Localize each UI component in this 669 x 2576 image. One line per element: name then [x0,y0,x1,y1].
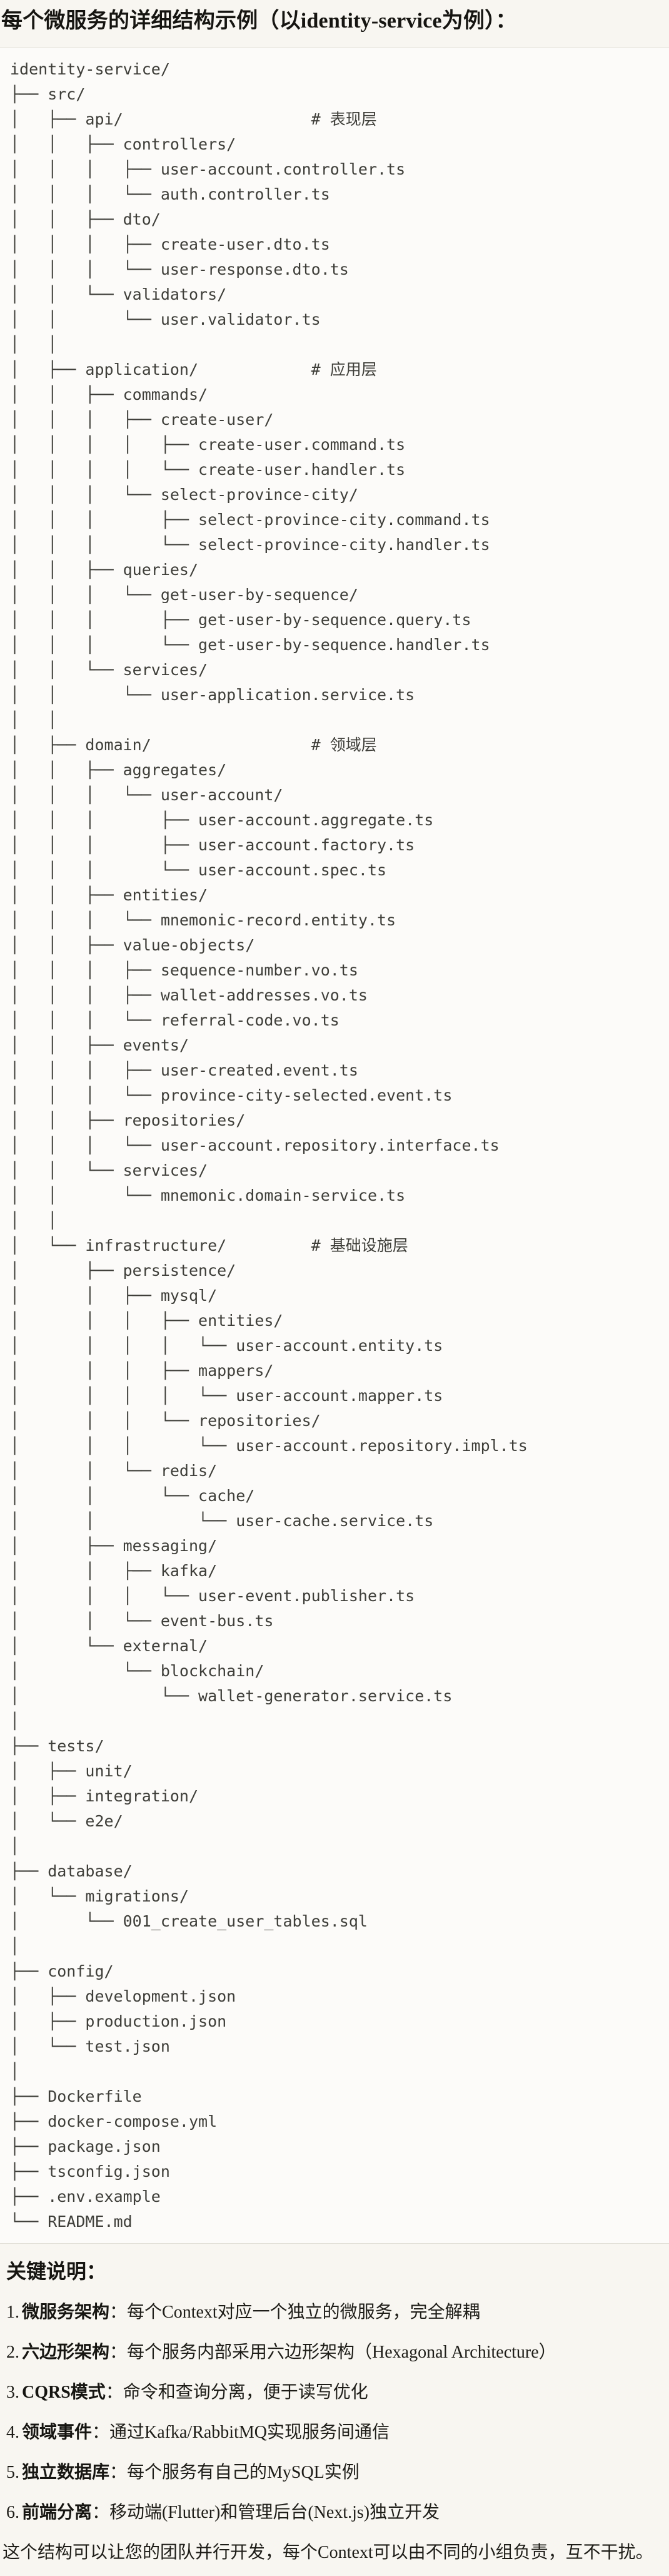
note-term: 六边形架构 [22,2343,110,2362]
note-text: ：每个服务有自己的MySQL实例 [109,2463,360,2482]
code-block: identity-service/ ├── src/ │ ├── api/ # … [0,48,669,2244]
note-term: CQRS模式 [22,2383,106,2402]
note-item: 1.微服务架构：每个Context对应一个独立的微服务，完全解耦 [6,2301,663,2324]
note-term: 微服务架构 [22,2303,110,2322]
summary-paragraph: 这个结构可以让您的团队并行开发，每个Context可以由不同的小组负责，互不干扰… [3,2543,653,2562]
note-text: ：移动端(Flutter)和管理后台(Next.js)独立开发 [92,2503,440,2522]
notes-heading: 关键说明： [6,2260,107,2283]
note-term: 领域事件 [22,2423,93,2442]
note-item: 4.领域事件：通过Kafka/RabbitMQ实现服务间通信 [6,2421,663,2444]
note-item: 3.CQRS模式：命令和查询分离，便于读写优化 [6,2381,663,2404]
note-item: 2.六边形架构：每个服务内部采用六边形架构（Hexagonal Architec… [6,2341,663,2364]
note-number: 4. [6,2423,19,2442]
note-item: 6.前端分离：移动端(Flutter)和管理后台(Next.js)独立开发 [6,2502,663,2524]
note-text: ：每个服务内部采用六边形架构（Hexagonal Architecture） [109,2343,556,2362]
note-number: 3. [6,2383,19,2402]
note-item: 5.独立数据库：每个服务有自己的MySQL实例 [6,2461,663,2484]
note-text: ：命令和查询分离，便于读写优化 [105,2383,368,2402]
page-title: 每个微服务的详细结构示例（以identity-service为例）： [1,9,517,33]
note-text: ：每个Context对应一个独立的微服务，完全解耦 [109,2303,480,2322]
notes-section: 关键说明： 1.微服务架构：每个Context对应一个独立的微服务，完全解耦 2… [0,2259,669,2564]
note-term: 前端分离 [22,2503,93,2522]
note-text: ：通过Kafka/RabbitMQ实现服务间通信 [92,2423,390,2442]
note-number: 5. [6,2463,19,2482]
directory-tree: identity-service/ ├── src/ │ ├── api/ # … [10,60,528,2231]
note-number: 2. [6,2343,19,2362]
note-term: 独立数据库 [22,2463,110,2482]
note-number: 6. [6,2503,19,2522]
note-number: 1. [6,2303,19,2322]
